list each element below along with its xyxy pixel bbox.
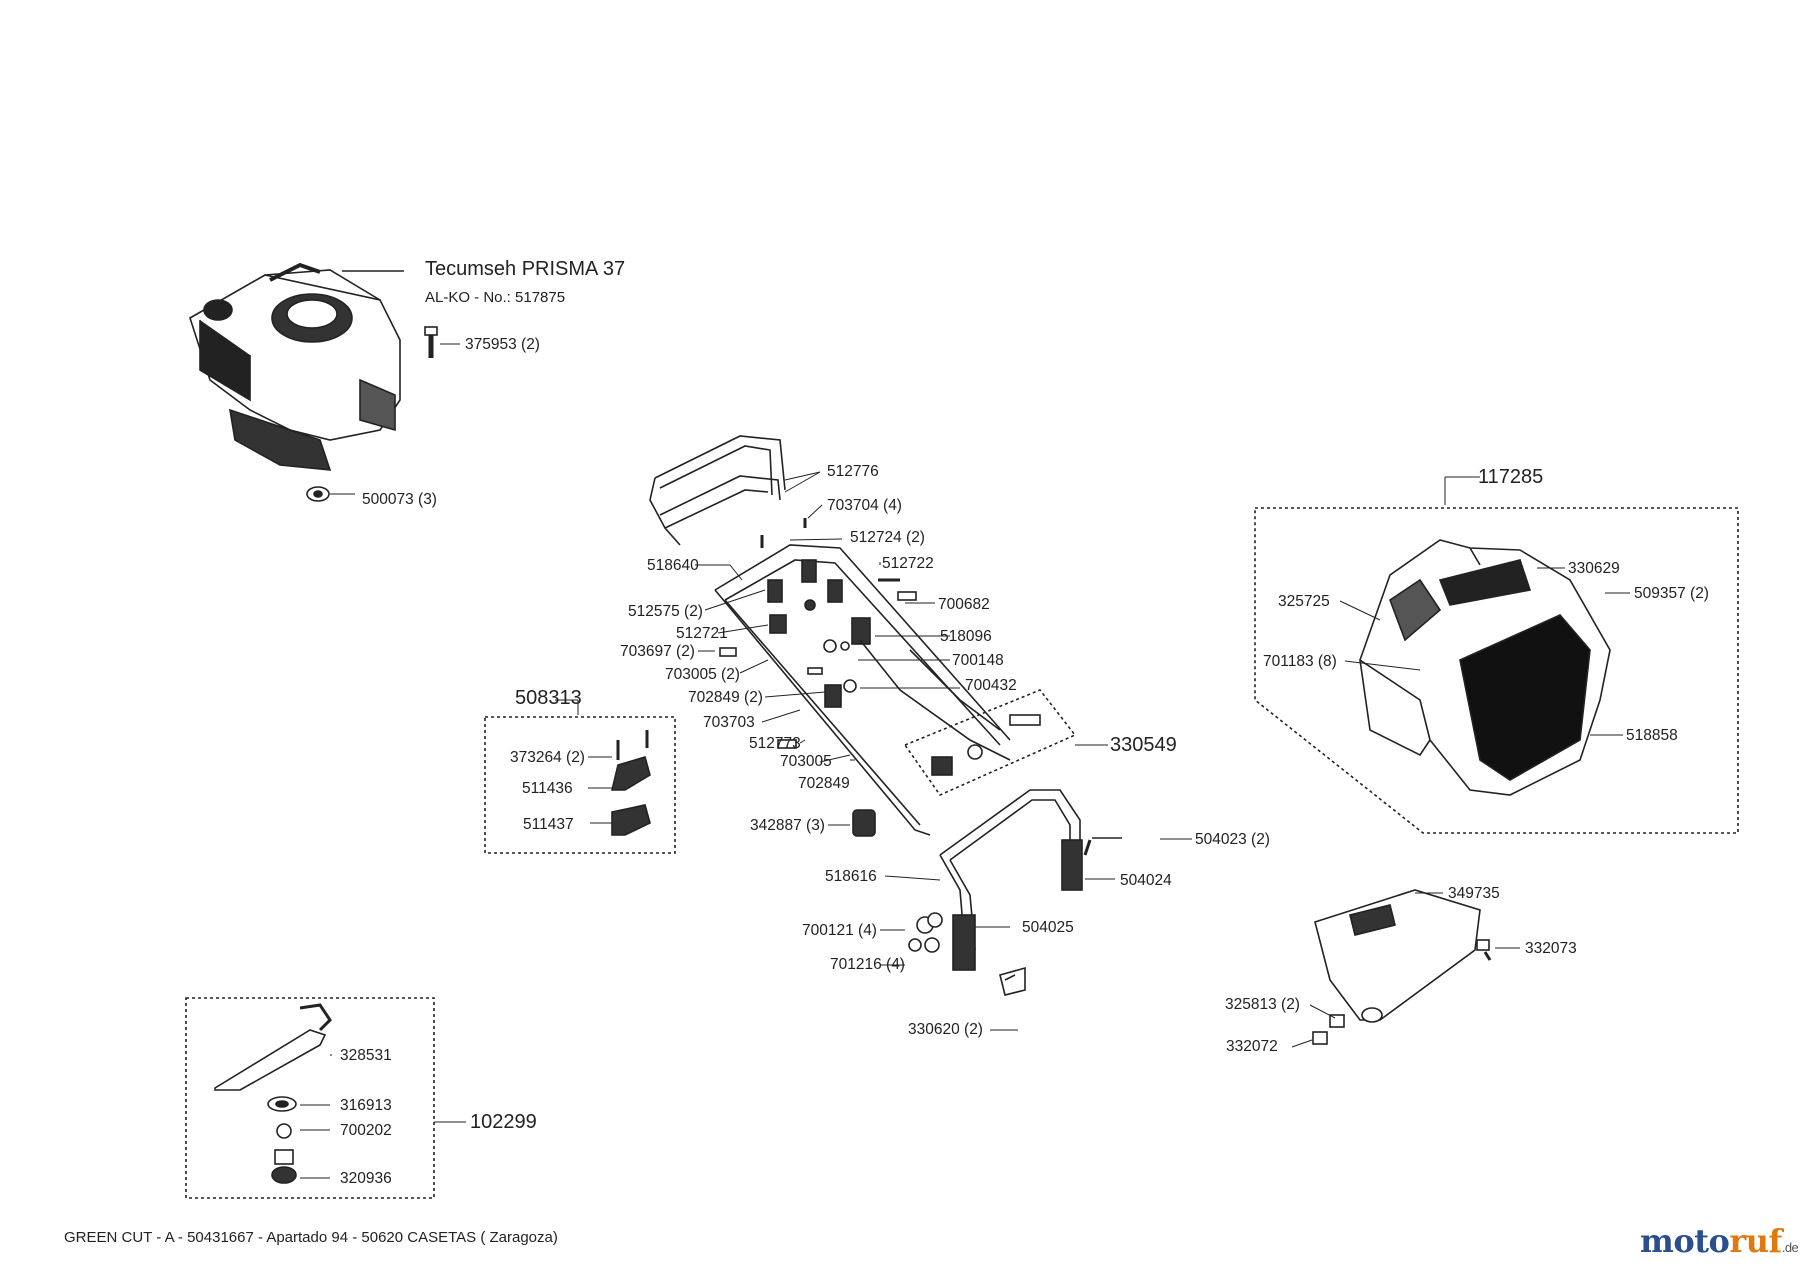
part-label-700682: 700682 [938,596,990,613]
part-label-701183: 701183 (8) [1263,653,1337,670]
part-label-504023: 504023 (2) [1195,831,1270,848]
leader-lines [300,343,1630,1179]
part-label-700148: 700148 [952,652,1004,669]
part-label-701216: 701216 (4) [830,956,905,973]
part-label-349735: 349735 [1448,885,1500,902]
part-label-504024: 504024 [1120,872,1172,889]
part-label-102299: 102299 [470,1111,537,1133]
part-label-330629: 330629 [1568,560,1620,577]
part-label-703005b: 703005 [780,753,832,770]
part-label-320936: 320936 [340,1170,392,1187]
logo-part1: moto [1640,1222,1730,1260]
part-label-342887: 342887 (3) [750,817,825,834]
footer-address: GREEN CUT - A - 50431667 - Apartado 94 -… [64,1229,558,1246]
part-label-512724: 512724 (2) [850,529,925,546]
engine-drawing [189,262,401,471]
bolt-375953 [424,326,438,358]
part-label-373264: 373264 (2) [510,749,585,766]
part-label-500073: 500073 (3) [362,491,437,508]
part-label-512575: 512575 (2) [628,603,703,620]
cable-330549 [859,639,1041,776]
logo-part2: ruf [1729,1222,1782,1260]
part-label-117285: 117285 [1478,466,1544,488]
part-label-703704: 703704 (4) [827,497,902,514]
part-label-504025: 504025 [1022,919,1074,936]
part-label-316913: 316913 [340,1097,392,1114]
handle-brackets-512776 [649,435,786,546]
part-label-703697: 703697 (2) [620,643,695,660]
part-label-332072: 332072 [1226,1038,1278,1055]
part-label-512721: 512721 [676,625,728,642]
part-label-512776: 512776 [827,463,879,480]
part-label-330620: 330620 (2) [908,1021,983,1038]
part-label-508313: 508313 [515,687,582,709]
part-label-511437: 511437 [523,816,574,833]
part-label-518616: 518616 [825,868,877,885]
part-label-700121: 700121 (4) [802,922,877,939]
logo-tld: .de [1781,1240,1799,1255]
nut-500073 [306,486,330,502]
part-label-332073: 332073 [1525,940,1577,957]
part-label-328531: 328531 [340,1047,392,1064]
part-label-518858: 518858 [1626,727,1678,744]
part-label-703703: 703703 [703,714,755,731]
part-label-518640: 518640 [647,557,699,574]
part-label-700202: 700202 [340,1122,392,1139]
part-label-325813: 325813 (2) [1225,996,1300,1013]
part-label-511436: 511436 [522,780,573,797]
engine-subtitle: AL-KO - No.: 517875 [425,289,566,306]
part-label-325725: 325725 [1278,593,1330,610]
part-label-702849b: 702849 [798,775,850,792]
part-label-518096: 518096 [940,628,992,645]
upper-handle-518640 [714,544,1011,836]
part-label-512722: 512722 [882,555,934,572]
part-label-509357: 509357 (2) [1634,585,1709,602]
flap-349735 [1314,889,1481,1023]
part-label-512773: 512773 [749,735,801,752]
grass-box [1359,539,1611,796]
blade-328531 [214,1003,332,1091]
part-label-700432: 700432 [965,677,1017,694]
motoruf-logo[interactable]: motoruf.de [1640,1222,1799,1260]
handle-small-parts [719,518,917,749]
part-label-375953: 375953 (2) [465,336,540,353]
part-label-702849a: 702849 (2) [688,689,763,706]
part-label-330549: 330549 [1110,734,1177,756]
engine-title: Tecumseh PRISMA 37 [425,258,626,280]
part-label-703005a: 703005 (2) [665,666,740,683]
